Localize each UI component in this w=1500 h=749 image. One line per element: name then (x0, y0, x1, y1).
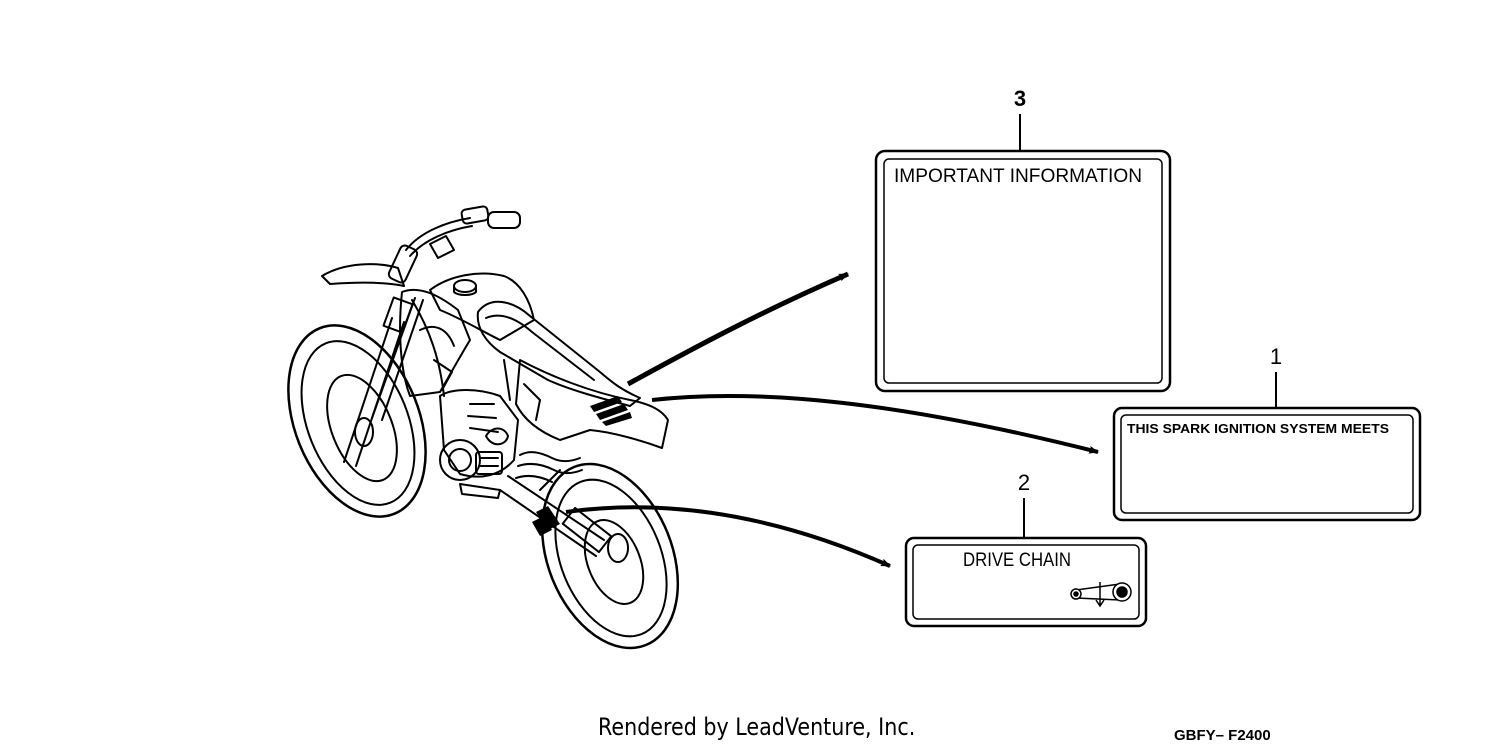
arrow-to-label-3 (626, 271, 849, 387)
arrow-to-label-1 (651, 393, 1099, 454)
label-2-text: DRIVE CHAIN (963, 550, 1071, 571)
label-spark-ignition: THIS SPARK IGNITION SYSTEM MEETS (1112, 406, 1422, 522)
callout-2: 2 (1018, 470, 1030, 538)
render-credit: Rendered by LeadVenture, Inc. (598, 713, 916, 741)
drawing-code: GBFY– F2400 (1174, 727, 1271, 744)
dirt-bike-illustration (287, 205, 680, 650)
label-drive-chain: DRIVE CHAIN (904, 536, 1148, 628)
callout-1: 1 (1270, 344, 1282, 408)
callout-3: 3 (1014, 86, 1026, 152)
callout-number-1: 1 (1270, 344, 1282, 369)
callout-number-2: 2 (1018, 470, 1030, 495)
callout-number-3: 3 (1014, 86, 1026, 111)
label-important-information: IMPORTANT INFORMATION (874, 149, 1172, 393)
drive-chain-icon (1070, 582, 1132, 608)
decal-marks (532, 396, 632, 536)
leader-arrows (565, 271, 1099, 568)
arrow-to-label-2 (565, 505, 891, 568)
label-3-text: IMPORTANT INFORMATION (894, 166, 1142, 187)
label-1-text: THIS SPARK IGNITION SYSTEM MEETS (1127, 421, 1389, 436)
